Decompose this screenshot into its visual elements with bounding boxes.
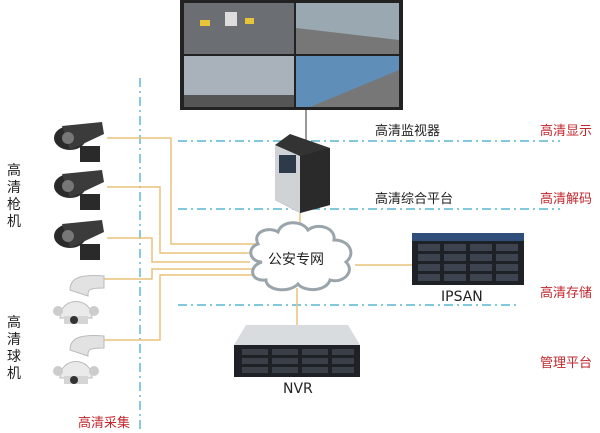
platform-label: 高清综合平台 (375, 192, 454, 207)
nvr-icon (234, 325, 360, 377)
network-label: 公安专网 (268, 252, 324, 268)
bullet-camera-icon-2 (54, 170, 104, 210)
platform-icon (275, 134, 330, 213)
bullet-camera-icon-1 (54, 122, 104, 162)
link-cam1 (107, 137, 260, 245)
bullet-group-label: 高清枪机 (7, 163, 21, 230)
link-cam2 (107, 186, 255, 254)
layer-management: 管理平台 (540, 356, 593, 371)
link-dome2 (104, 274, 256, 341)
ipsan-label: IPSAN (441, 289, 483, 305)
layer-storage: 高清存储 (540, 286, 593, 301)
link-dome1 (104, 268, 252, 280)
ipsan-icon (412, 233, 524, 285)
link-cam3 (107, 237, 250, 263)
cloud-icon (249, 221, 353, 292)
monitor-icon (180, 0, 403, 110)
dome-camera-icon-2 (53, 335, 105, 384)
layer-decode: 高清解码 (540, 192, 593, 207)
layer-capture: 高清采集 (78, 416, 131, 431)
dome-group-label: 高清球机 (7, 315, 21, 382)
layer-display: 高清显示 (540, 124, 593, 139)
nvr-label: NVR (283, 381, 313, 397)
bullet-camera-icon-3 (54, 220, 104, 260)
monitor-label: 高清监视器 (375, 124, 441, 139)
dome-camera-icon-1 (53, 275, 105, 324)
